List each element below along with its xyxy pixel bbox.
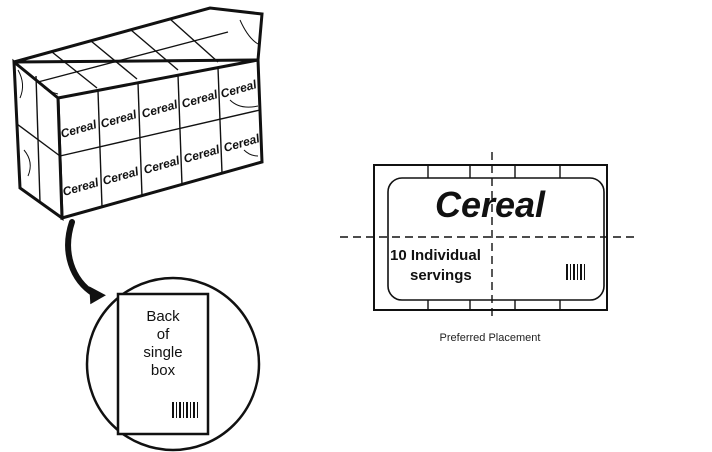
multipack-top-face [13,6,264,64]
single-box-callout: Back of single box [85,276,261,452]
label-panel: Cereal 10 Individual servings Preferred … [340,152,636,344]
curved-arrow-icon [65,219,106,305]
panel-bottom-ticks [427,300,561,310]
single-box-line: of [157,326,170,343]
barcode-icon [172,402,198,418]
single-box-line: Back [146,308,180,325]
label-panel-inner [387,177,605,301]
multipack: Cereal Cereal Cereal Cereal Cereal Cerea… [12,6,264,221]
single-box-line: single [143,344,182,361]
shrink-wrap-creases [17,19,259,177]
preferred-placement-caption: Preferred Placement [440,332,541,344]
single-box-line: box [151,362,176,379]
top-face-lines [37,18,229,89]
panel-top-ticks [427,165,561,178]
servings-line-1: 10 Individual [390,247,481,264]
barcode-icon [566,264,585,280]
side-face-lines [16,75,61,203]
front-face-grid [59,67,261,208]
panel-brand: Cereal [435,184,546,225]
servings-line-2: servings [410,267,472,284]
